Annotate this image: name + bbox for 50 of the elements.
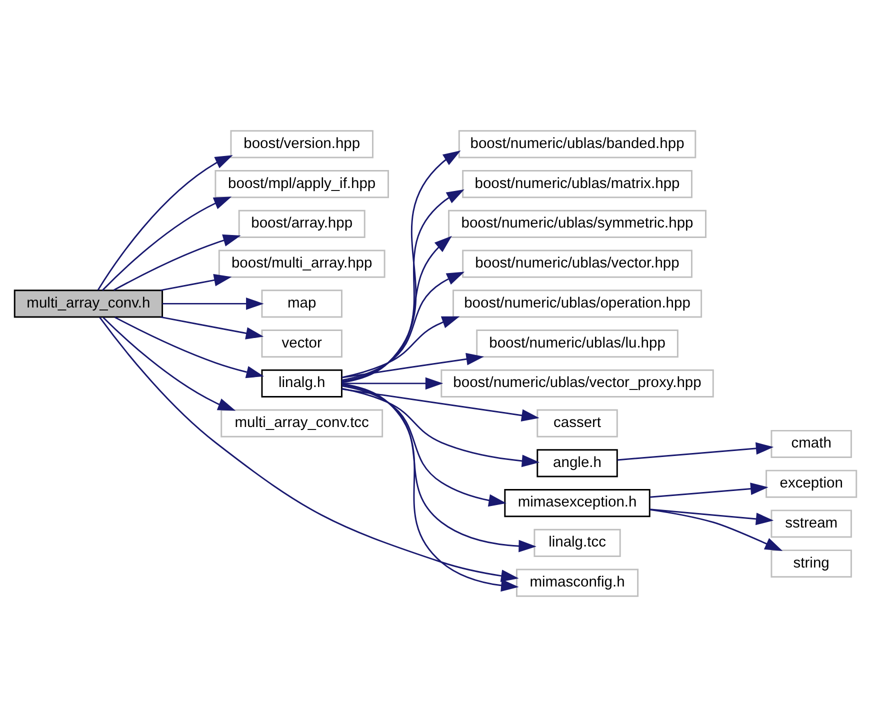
node-box: boost/numeric/ublas/vector_proxy.hpp — [440, 368, 714, 397]
arrow — [102, 196, 232, 290]
arrow — [113, 234, 241, 290]
arrow — [97, 154, 233, 290]
arrow — [342, 384, 506, 506]
arrow — [342, 271, 465, 380]
node-box: angle.h — [536, 448, 618, 477]
arrow — [342, 376, 444, 390]
node-box: multi_array_conv.tcc — [220, 408, 384, 437]
arrow — [650, 482, 768, 498]
node-box: boost/numeric/ublas/lu.hpp — [476, 329, 678, 358]
arrow — [342, 188, 464, 382]
node-box: boost/array.hpp — [238, 209, 366, 238]
arrow — [342, 388, 540, 422]
node-box: vector — [261, 329, 342, 358]
node-box: boost/numeric/ublas/symmetric.hpp — [448, 209, 706, 238]
node-box: string — [770, 549, 852, 578]
node-box: boost/numeric/ublas/banded.hpp — [458, 130, 696, 158]
arrow — [342, 235, 452, 382]
arrow — [162, 296, 264, 310]
node-box: cassert — [536, 408, 618, 437]
arrow — [650, 508, 774, 525]
arrow — [99, 316, 519, 582]
node-box: linalg.h — [261, 368, 342, 397]
node-box: boost/numeric/ublas/operation.hpp — [452, 289, 702, 318]
arrow — [160, 274, 232, 291]
node-box: mimasconfig.h — [516, 568, 639, 596]
arrow — [342, 352, 484, 378]
node-box: mimasexception.h — [504, 488, 650, 517]
node-box: boost/mpl/apply_if.hpp — [214, 170, 389, 198]
node-box: boost/version.hpp — [230, 130, 374, 158]
node-box: multi_array_conv.h — [14, 289, 164, 318]
arrow — [342, 382, 519, 592]
arrow — [102, 316, 236, 410]
node-box: boost/multi_array.hpp — [218, 249, 386, 278]
arrow — [160, 316, 264, 339]
node-box: sstream — [770, 509, 852, 538]
arrow — [342, 316, 460, 378]
node-box: map — [261, 289, 342, 318]
node-box: boost/numeric/ublas/vector.hpp — [462, 249, 692, 278]
arrow — [342, 150, 461, 383]
arrow — [650, 508, 783, 551]
arrow — [342, 384, 536, 552]
node-box: linalg.tcc — [534, 528, 621, 556]
node-box: boost/numeric/ublas/matrix.hpp — [462, 170, 692, 198]
arrow — [342, 387, 540, 467]
arrow — [617, 442, 774, 460]
node-box: exception — [766, 469, 858, 498]
node-box: cmath — [770, 429, 852, 458]
arrow — [114, 316, 264, 378]
